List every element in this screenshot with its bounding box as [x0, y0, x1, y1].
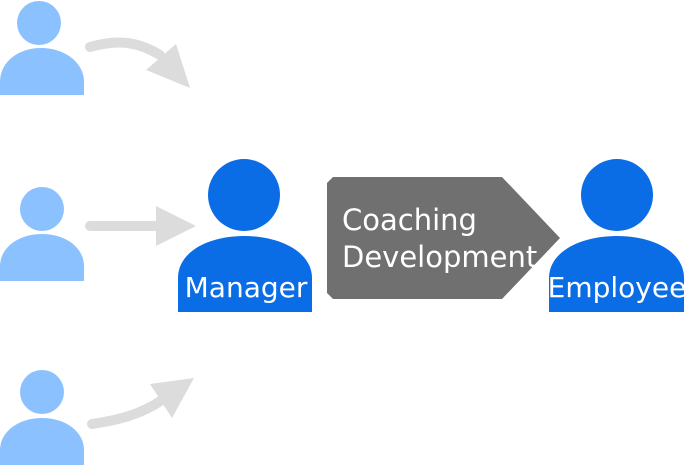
manager-label: Manager: [184, 271, 308, 304]
process-line-coaching: Coaching: [342, 203, 477, 237]
process-arrow-box: [327, 177, 560, 299]
process-line-development: Development: [342, 240, 538, 274]
manager-person-icon: [178, 159, 312, 312]
arrow-icon-top: [85, 37, 190, 88]
process-text: Coaching Development: [342, 202, 537, 276]
person-icon-top: [0, 1, 84, 95]
person-icon-middle: [0, 187, 84, 281]
employee-label: Employee: [547, 271, 687, 304]
employee-person-icon: [549, 159, 684, 312]
arrow-icon-bottom: [87, 378, 194, 429]
person-icon-bottom: [0, 370, 84, 465]
arrow-icon-middle: [85, 206, 196, 246]
